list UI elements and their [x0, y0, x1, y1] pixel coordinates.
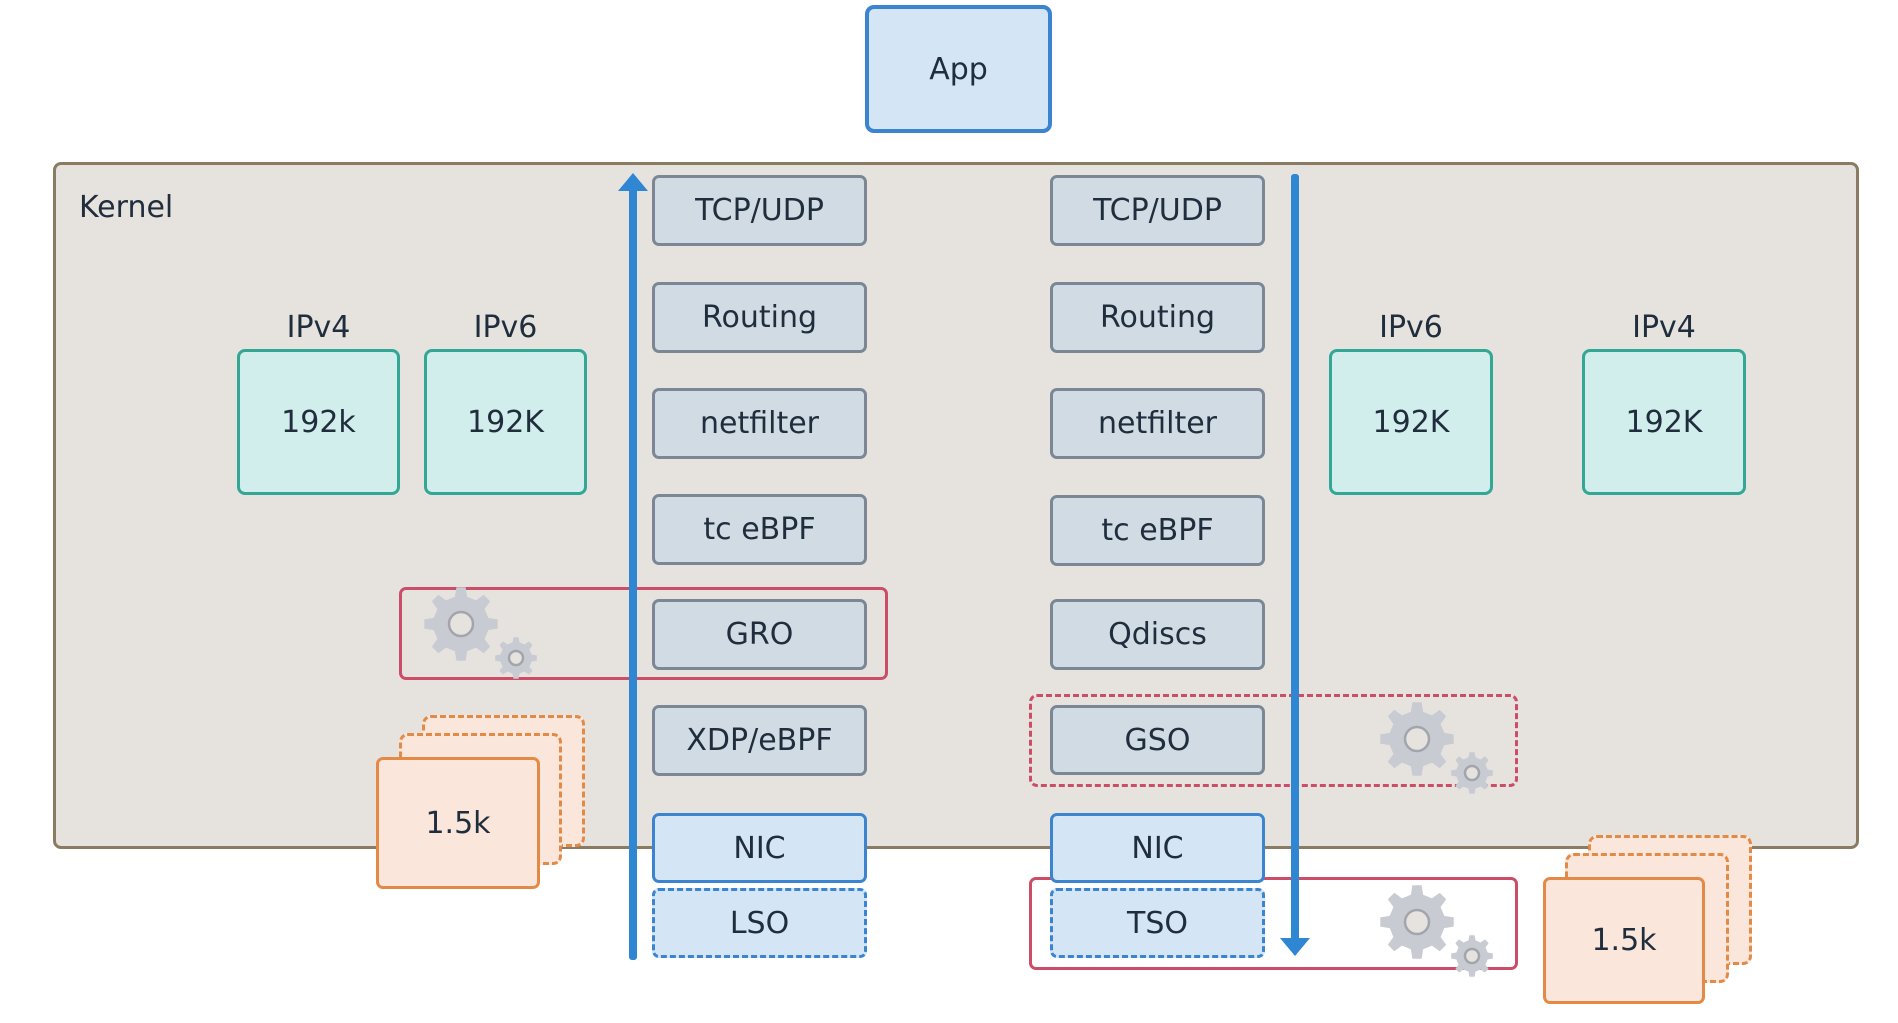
rx-layer-label: XDP/eBPF	[686, 723, 833, 758]
tx-buffer-ipv6: 192K	[1329, 349, 1493, 495]
tx-layer-gso: GSO	[1050, 705, 1265, 775]
tx-arrow-head-icon	[1280, 938, 1310, 956]
app-label: App	[929, 51, 988, 87]
gear-hole	[1463, 947, 1481, 965]
tso-gears-icon	[1380, 885, 1493, 977]
tx-layer-qdiscs: Qdiscs	[1050, 599, 1265, 670]
gear-hole	[1463, 764, 1481, 782]
tx-layer-tc-ebpf: tc eBPF	[1050, 495, 1265, 566]
tx-offload-tso: TSO	[1050, 888, 1265, 958]
tx-layer-netfilter: netfilter	[1050, 388, 1265, 459]
rx-layer-tcp-udp: TCP/UDP	[652, 175, 867, 246]
tx-nic: NIC	[1050, 813, 1265, 883]
rx-offload-label: LSO	[729, 905, 790, 941]
rx-nic-label: NIC	[733, 830, 786, 866]
rx-layer-label: Routing	[701, 300, 818, 335]
rx-buffer-ipv4-label: IPv4	[286, 310, 351, 345]
tx-buffer-size: 192K	[1372, 404, 1450, 440]
tx-layer-label: Routing	[1099, 300, 1216, 335]
rx-packet-front: 1.5k	[376, 757, 540, 889]
tx-arrow-line	[1291, 174, 1299, 946]
rx-buffer-ipv4: 192k	[237, 349, 400, 495]
gear-hole	[507, 649, 525, 667]
rx-buffer-size: 192k	[281, 404, 356, 440]
rx-layer-label: TCP/UDP	[695, 193, 824, 228]
gro-gears-icon	[424, 587, 537, 679]
gear-hole	[447, 610, 475, 638]
gso-gears-icon	[1380, 702, 1493, 794]
rx-packet-size: 1.5k	[425, 805, 491, 841]
rx-layer-gro: GRO	[652, 599, 867, 670]
rx-arrow-line	[629, 185, 637, 960]
tx-nic-label: NIC	[1131, 830, 1184, 866]
tx-layer-routing: Routing	[1050, 282, 1265, 353]
tx-packet-size: 1.5k	[1591, 923, 1657, 958]
rx-buffer-size: 192K	[467, 404, 544, 440]
rx-layer-label: tc eBPF	[703, 512, 816, 547]
kernel-label: Kernel	[79, 190, 174, 225]
gear-hole	[1403, 725, 1431, 753]
rx-layer-routing: Routing	[652, 282, 867, 353]
rx-layer-label: netfilter	[699, 406, 820, 441]
rx-layer-tc-ebpf: tc eBPF	[652, 494, 867, 565]
tx-layer-tcp-udp: TCP/UDP	[1050, 175, 1265, 246]
rx-offload-lso: LSO	[652, 888, 867, 958]
tx-layer-label: netfilter	[1097, 406, 1218, 441]
gro-highlight-box	[399, 587, 888, 680]
rx-layer-netfilter: netfilter	[652, 388, 867, 459]
rx-layer-label: GRO	[725, 617, 794, 652]
tx-buffer-size: 192K	[1625, 404, 1703, 440]
gear-hole	[1403, 908, 1431, 936]
rx-buffer-ipv6: 192K	[424, 349, 587, 495]
kernel-container	[53, 162, 1859, 849]
rx-layer-xdp-ebpf: XDP/eBPF	[652, 705, 867, 776]
tx-layer-label: Qdiscs	[1108, 617, 1207, 652]
tx-layer-label: TCP/UDP	[1093, 193, 1222, 228]
tx-offload-label: TSO	[1127, 905, 1188, 941]
rx-nic: NIC	[652, 813, 867, 883]
tx-layer-label: tc eBPF	[1101, 513, 1214, 548]
rx-buffer-ipv6-label: IPv6	[473, 310, 538, 345]
app-box: App	[865, 5, 1052, 133]
rx-arrow-head-icon	[618, 173, 648, 191]
tx-layer-label: GSO	[1124, 722, 1191, 758]
tx-buffer-ipv4: 192K	[1582, 349, 1746, 495]
tx-buffer-ipv6-label: IPv6	[1379, 310, 1443, 345]
tx-buffer-ipv4-label: IPv4	[1632, 310, 1696, 345]
tx-packet-front: 1.5k	[1543, 877, 1705, 1004]
gso-highlight-box	[1029, 694, 1518, 787]
tso-highlight-box	[1029, 877, 1518, 970]
